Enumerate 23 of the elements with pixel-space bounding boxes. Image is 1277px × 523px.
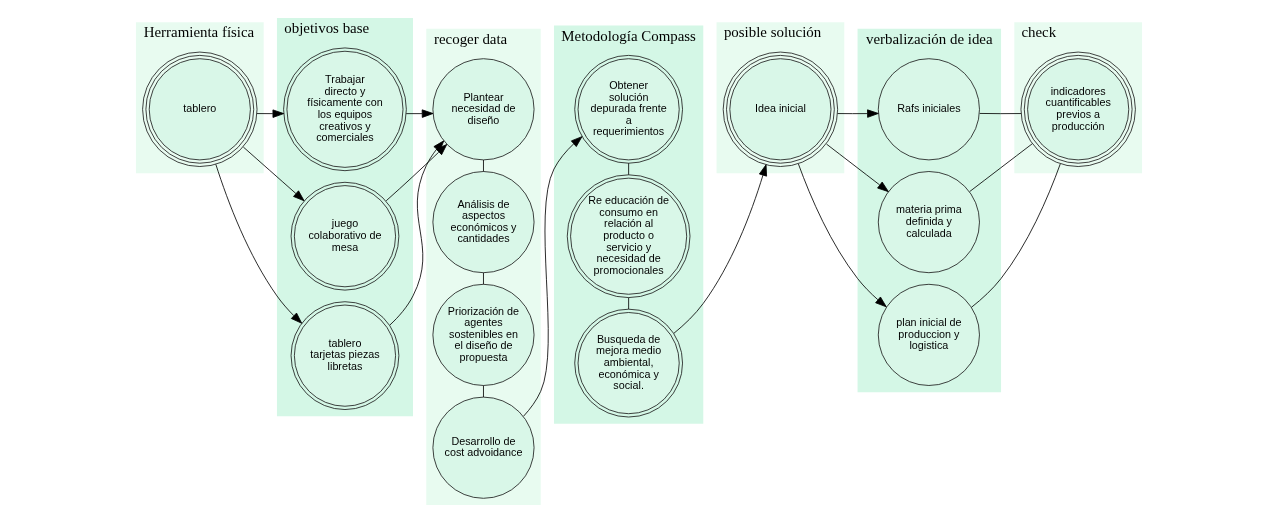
arrow xyxy=(522,136,582,417)
node-circle: Priorización de agentes sostenibles en el diseño de propuesta xyxy=(431,283,534,386)
connector xyxy=(482,159,484,172)
node-circle: plan inicial de produccion y logistica xyxy=(877,283,980,386)
node-circle: Desarrollo de cost advoidance xyxy=(431,396,534,499)
arrow xyxy=(797,163,887,308)
node-circle: Análisis de aspectos económicos y cantidades xyxy=(431,171,534,274)
arrow xyxy=(836,109,879,118)
connector xyxy=(627,162,629,176)
arrow xyxy=(256,109,284,118)
connector xyxy=(627,297,629,310)
arrow xyxy=(242,146,304,202)
connector xyxy=(482,385,484,398)
connector xyxy=(970,163,1061,308)
arrow xyxy=(825,143,889,193)
arrow xyxy=(214,163,302,324)
connector xyxy=(978,113,1021,115)
arrow xyxy=(388,140,444,326)
connector xyxy=(968,143,1033,192)
arrow xyxy=(405,109,433,118)
connector xyxy=(482,272,484,285)
arrow xyxy=(673,164,767,334)
node-circle: Rafs iniciales xyxy=(877,58,980,161)
